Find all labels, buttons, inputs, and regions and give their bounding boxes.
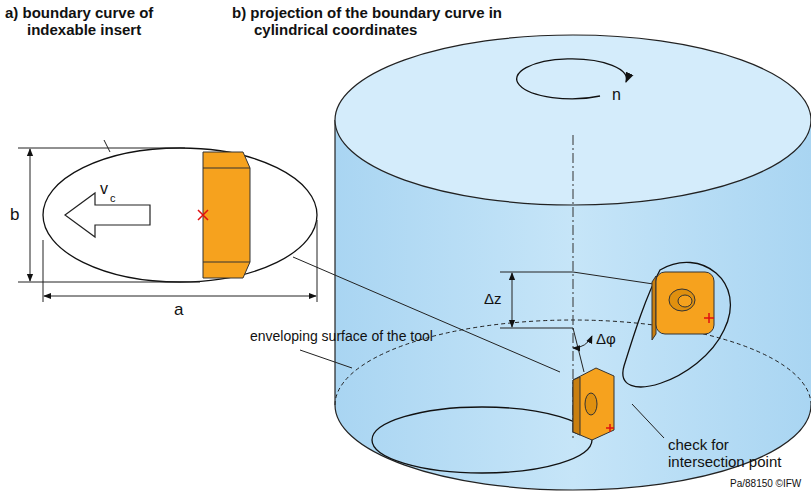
- insert-hole: [678, 295, 692, 307]
- dimension-label: b: [10, 205, 19, 225]
- indexable-insert: [573, 368, 614, 440]
- callout-label: check for intersection point: [668, 436, 800, 471]
- cutting-point-mark: [704, 313, 714, 323]
- radius-line: [573, 328, 584, 372]
- callout-label: enveloping surface of the tool: [250, 328, 433, 344]
- projection-line: [293, 257, 560, 372]
- dimension-label: a: [174, 300, 183, 320]
- leader-line: [300, 350, 352, 368]
- velocity-arrow: [65, 193, 150, 237]
- panel-heading: a) boundary curve of indexable insert: [5, 4, 195, 39]
- dimension-arrow: [30, 149, 31, 281]
- extension-line: [317, 220, 318, 302]
- dimension-line: [500, 272, 573, 273]
- angle-arc: [573, 336, 592, 348]
- tick-line: [104, 140, 110, 152]
- velocity-symbol: v: [100, 180, 108, 198]
- radius-line: [573, 272, 660, 285]
- cutting-point-mark: [606, 424, 614, 432]
- rotation-arrow: [517, 59, 627, 99]
- speed-symbol: n: [612, 86, 621, 104]
- boundary-curve: [43, 148, 317, 282]
- dimension-label: Δz: [484, 290, 502, 307]
- insert-edge: [203, 168, 250, 169]
- leader-line: [632, 404, 664, 438]
- dimension-line: [500, 328, 573, 329]
- insert-side: [652, 276, 656, 340]
- watermark: Pa/88150 ©IFW: [730, 478, 801, 490]
- insert-edge: [203, 262, 250, 263]
- insert-hole: [585, 393, 597, 415]
- velocity-subscript: c: [110, 192, 116, 205]
- extension-line: [18, 148, 185, 149]
- insert-hole: [669, 289, 695, 311]
- indexable-insert: [203, 152, 250, 278]
- insert-side: [573, 377, 580, 435]
- extension-line: [18, 282, 200, 283]
- dimension-arrow: [512, 273, 513, 327]
- extension-line: [43, 240, 44, 302]
- indexable-insert: [656, 272, 714, 334]
- dimension-arrow: [44, 296, 316, 297]
- cutting-point-mark: [198, 210, 208, 220]
- boundary-curve: [372, 407, 592, 473]
- angle-label: Δφ: [596, 330, 616, 347]
- boundary-curve: [623, 262, 731, 387]
- panel-heading: b) projection of the boundary curve in c…: [232, 4, 524, 39]
